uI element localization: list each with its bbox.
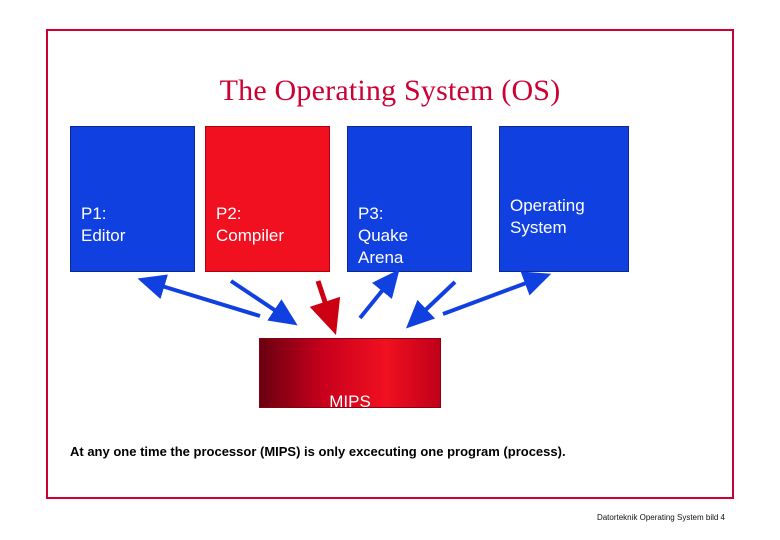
slide-frame bbox=[46, 29, 734, 499]
page-title: The Operating System (OS) bbox=[219, 74, 561, 107]
slide-caption: At any one time the processor (MIPS) is … bbox=[70, 444, 566, 459]
process-box-p2-label: P2: Compiler bbox=[216, 204, 285, 245]
operating-system-box-label: Operating System bbox=[510, 196, 585, 237]
slide-footer: Datorteknik Operating System bild 4 bbox=[596, 513, 725, 522]
process-box-p1: P1: Editor bbox=[70, 126, 195, 272]
mips-box: MIPS bbox=[259, 338, 441, 411]
mips-box-label: MIPS bbox=[329, 392, 371, 411]
operating-system-box: Operating System bbox=[499, 126, 629, 272]
process-box-p3-label: P3: Quake Arena bbox=[358, 204, 409, 267]
process-box-p1-label: P1: Editor bbox=[81, 204, 126, 245]
process-box-p2: P2: Compiler bbox=[205, 126, 330, 272]
process-box-p3: P3: Quake Arena bbox=[347, 126, 472, 272]
